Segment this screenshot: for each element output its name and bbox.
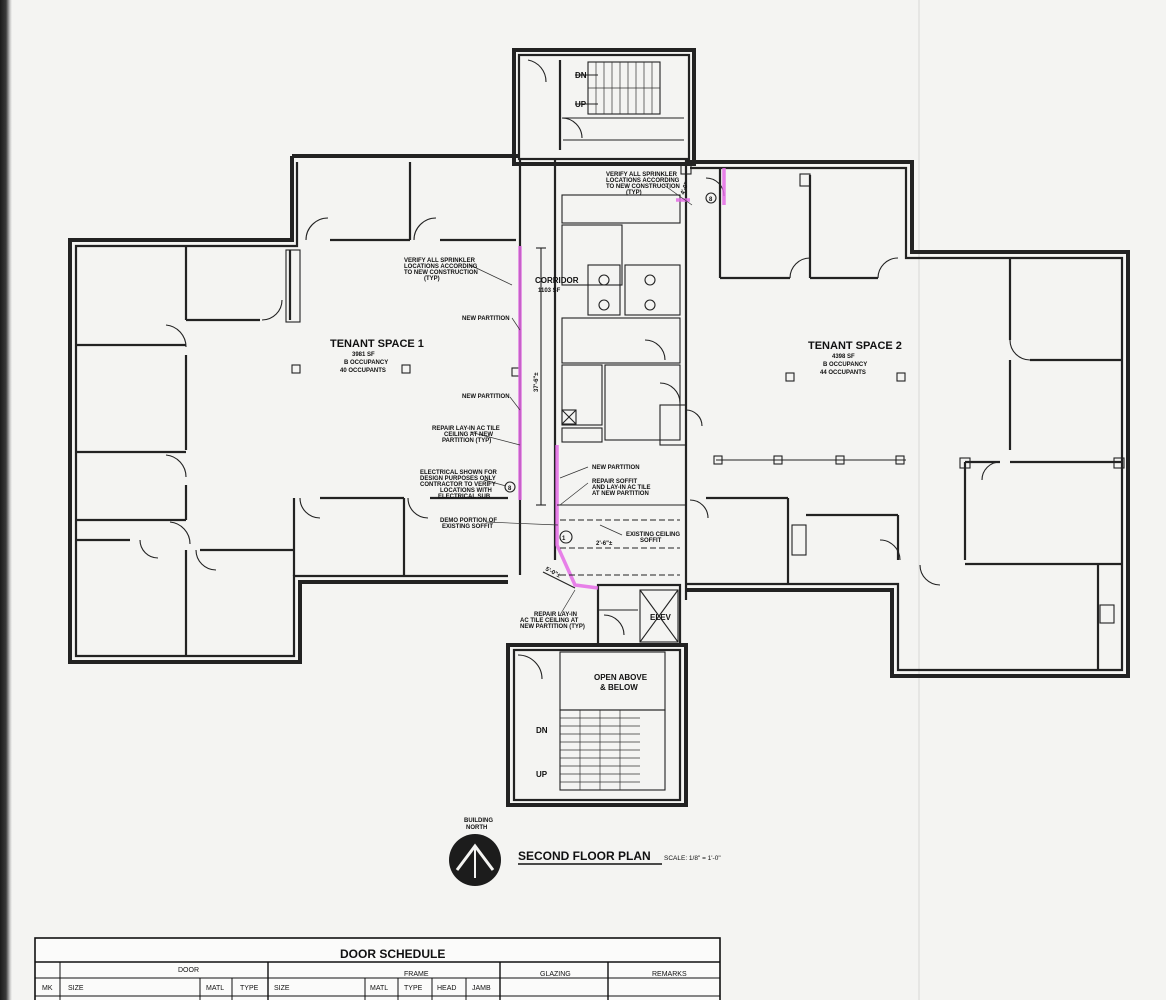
stair-dn-label-north: DN: [575, 71, 587, 80]
svg-text:VERIFY ALL SPRINKLER: VERIFY ALL SPRINKLER: [404, 258, 476, 264]
sheet-edge: [0, 0, 12, 1000]
svg-text:TO NEW CONSTRUCTION: TO NEW CONSTRUCTION: [404, 270, 478, 276]
svg-text:(TYP): (TYP): [626, 190, 642, 196]
svg-text:LOCATIONS ACCORDING: LOCATIONS ACCORDING: [404, 264, 478, 270]
tenant-1-area: 3981 SF: [352, 352, 375, 358]
note-demo-soffit: DEMO PORTION OF EXISTING SOFFIT: [440, 518, 497, 530]
plan-title: SECOND FLOOR PLAN: [518, 849, 651, 863]
markup-new-partitions: [518, 168, 726, 590]
note-repair-tile: REPAIR LAY-IN AC TILE CEILING AT NEW PAR…: [432, 426, 500, 444]
svg-text:ELECTRICAL SUB: ELECTRICAL SUB: [438, 494, 491, 500]
col-frame-type: TYPE: [404, 985, 423, 992]
svg-text:EXISTING CEILING: EXISTING CEILING: [626, 532, 680, 538]
open-below-label: & BELOW: [600, 683, 638, 692]
svg-text:DESIGN PURPOSES ONLY: DESIGN PURPOSES ONLY: [420, 476, 496, 482]
group-door: DOOR: [178, 967, 199, 974]
svg-text:CEILING AT NEW: CEILING AT NEW: [444, 432, 493, 438]
note-new-partition-1: NEW PARTITION: [462, 316, 510, 322]
col-frame-size: SIZE: [274, 985, 290, 992]
note-new-partition-3: NEW PARTITION: [592, 465, 640, 471]
leader-lines: [469, 184, 693, 616]
elevator-label: ELEV: [650, 613, 672, 622]
note-sprinkler-top: VERIFY ALL SPRINKLER LOCATIONS ACCORDING…: [606, 172, 680, 196]
svg-text:LOCATIONS WITH: LOCATIONS WITH: [440, 488, 492, 494]
tenant-space-1-walls: [68, 154, 521, 664]
note-electrical: ELECTRICAL SHOWN FOR DESIGN PURPOSES ONL…: [420, 470, 498, 500]
corridor-area: 1103 SF: [538, 288, 561, 294]
north-label-2: NORTH: [466, 825, 487, 831]
note-new-partition-2: NEW PARTITION: [462, 394, 510, 400]
col-door-matl: MATL: [206, 985, 224, 992]
door-schedule-table: [34, 937, 721, 1000]
svg-text:AT NEW PARTITION: AT NEW PARTITION: [592, 491, 649, 497]
note-existing-ceiling: EXISTING CEILING SOFFIT: [626, 532, 680, 544]
col-frame-head: HEAD: [437, 985, 456, 992]
tenant-1-occupants: 40 OCCUPANTS: [340, 368, 386, 374]
group-glazing: GLAZING: [540, 971, 571, 978]
door-tag-right: 8: [709, 197, 713, 203]
svg-text:NEW PARTITION (TYP): NEW PARTITION (TYP): [520, 624, 585, 630]
svg-text:REPAIR LAY-IN: REPAIR LAY-IN: [534, 612, 577, 618]
svg-text:VERIFY ALL SPRINKLER: VERIFY ALL SPRINKLER: [606, 172, 678, 178]
col-door-size: SIZE: [68, 985, 84, 992]
group-frame: FRAME: [404, 971, 429, 978]
stair-dn-label-south: DN: [536, 726, 548, 735]
svg-text:TO NEW CONSTRUCTION: TO NEW CONSTRUCTION: [606, 184, 680, 190]
diag-dimension: 5'-0"±: [544, 566, 562, 579]
tenant-2-occupancy: B OCCUPANCY: [823, 362, 867, 368]
col-mk: MK: [42, 985, 53, 992]
north-arrow: [449, 834, 501, 886]
svg-text:(TYP): (TYP): [424, 276, 440, 282]
svg-text:PARTITION (TYP): PARTITION (TYP): [442, 438, 491, 444]
svg-text:AND LAY-IN AC TILE: AND LAY-IN AC TILE: [592, 485, 651, 491]
door-dimension: 4'-0": [680, 181, 690, 195]
col-frame-jamb: JAMB: [472, 985, 491, 992]
tenant-space-2-walls: [680, 160, 1130, 678]
note-sprinkler-left: VERIFY ALL SPRINKLER LOCATIONS ACCORDING…: [404, 258, 478, 282]
tenant-2-area: 4398 SF: [832, 354, 855, 360]
svg-text:LOCATIONS ACCORDING: LOCATIONS ACCORDING: [606, 178, 680, 184]
plan-scale: SCALE: 1/8" = 1'-0": [664, 855, 721, 862]
svg-text:REPAIR SOFFIT: REPAIR SOFFIT: [592, 479, 638, 485]
tenant-2-occupants: 44 OCCUPANTS: [820, 370, 866, 376]
tenant-1-name: TENANT SPACE 1: [330, 338, 424, 350]
open-above-label: OPEN ABOVE: [594, 673, 648, 682]
soffit-dimension: 2'-6"±: [596, 541, 613, 547]
svg-text:CONTRACTOR TO VERIFY: CONTRACTOR TO VERIFY: [420, 482, 496, 488]
svg-text:37'-6"±: 37'-6"±: [534, 372, 540, 392]
north-stair-tower: [512, 48, 696, 166]
corridor-dimension: 37'-6"±: [534, 247, 546, 506]
svg-text:REPAIR LAY-IN AC TILE: REPAIR LAY-IN AC TILE: [432, 426, 500, 432]
note-repair-tile-lower: REPAIR LAY-IN AC TILE CEILING AT NEW PAR…: [520, 612, 585, 630]
corridor-label: CORRIDOR: [535, 276, 579, 285]
tenant-2-name: TENANT SPACE 2: [808, 340, 902, 352]
group-remarks: REMARKS: [652, 971, 687, 978]
stair-up-label-south: UP: [536, 770, 548, 779]
svg-text:ELECTRICAL SHOWN FOR: ELECTRICAL SHOWN FOR: [420, 470, 498, 476]
elevator-core: [596, 583, 682, 647]
south-stair-tower: [506, 643, 688, 807]
tenant-1-occupancy: B OCCUPANCY: [344, 360, 388, 366]
svg-text:SOFFIT: SOFFIT: [640, 538, 662, 544]
col-frame-matl: MATL: [370, 985, 388, 992]
svg-text:EXISTING SOFFIT: EXISTING SOFFIT: [442, 524, 493, 530]
note-repair-soffit: REPAIR SOFFIT AND LAY-IN AC TILE AT NEW …: [592, 479, 651, 497]
north-label-1: BUILDING: [464, 818, 493, 824]
svg-text:AC TILE CEILING AT: AC TILE CEILING AT: [520, 618, 579, 624]
col-door-type: TYPE: [240, 985, 259, 992]
keynote-tag: 1: [562, 536, 566, 542]
door-tag-left: 8: [508, 486, 512, 492]
sheet-fold: [918, 0, 920, 1000]
svg-text:DEMO PORTION OF: DEMO PORTION OF: [440, 518, 497, 524]
stair-up-label-north: UP: [575, 100, 587, 109]
door-schedule-title: DOOR SCHEDULE: [340, 947, 445, 961]
